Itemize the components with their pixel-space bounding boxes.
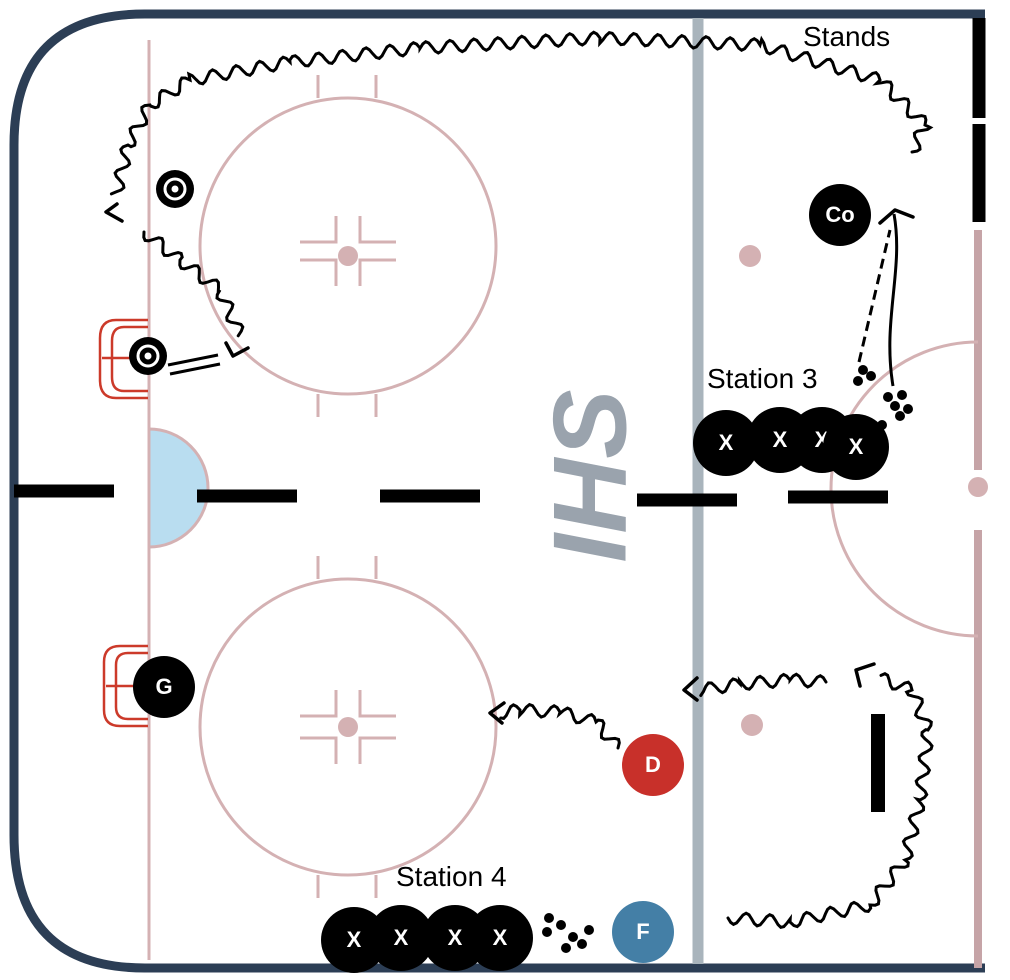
skater-token: X	[823, 414, 889, 480]
svg-text:X: X	[347, 927, 362, 952]
arrowheads	[104, 202, 915, 725]
svg-text:F: F	[636, 919, 649, 944]
skater-token: X	[321, 907, 387, 973]
wavy-skate-path-neutral	[699, 672, 828, 697]
faceoff-dot-top	[338, 246, 358, 266]
station-3-label: Station 3	[707, 363, 818, 394]
center-faceoff-dot	[968, 477, 988, 497]
skater-token: X	[467, 905, 533, 971]
skating-paths	[109, 30, 934, 929]
wavy-skate-path-top	[109, 30, 934, 196]
skate-path-coach	[888, 213, 899, 387]
forward-token: F	[612, 901, 674, 963]
skater-token: X	[693, 410, 759, 476]
svg-text:G: G	[155, 674, 172, 699]
puck-pile-station-4	[542, 913, 594, 953]
pass-line-dashed	[857, 229, 892, 363]
drill-divider-line	[14, 484, 888, 507]
svg-text:X: X	[448, 925, 463, 950]
svg-text:X: X	[493, 925, 508, 950]
arrowhead-icon	[682, 676, 699, 702]
svg-text:X: X	[719, 430, 734, 455]
svg-text:D: D	[645, 752, 661, 777]
cone-icon	[129, 337, 167, 375]
svg-text:Co: Co	[825, 202, 854, 227]
svg-text:X: X	[773, 427, 788, 452]
arrowhead-icon	[854, 662, 876, 688]
wavy-skate-path-right	[726, 672, 934, 929]
cone-icon	[156, 170, 194, 208]
ihs-logo: IHS	[532, 389, 648, 562]
faceoff-circle-bottom	[198, 556, 498, 898]
defense-token: D	[622, 734, 684, 796]
station-4-label: Station 4	[396, 861, 507, 892]
skater-token: X	[368, 905, 434, 971]
svg-text:X: X	[394, 925, 409, 950]
svg-text:X: X	[849, 434, 864, 459]
puck-pile-station-3-left	[853, 365, 876, 386]
faceoff-circle-top	[198, 75, 498, 417]
pass-line-double-2	[169, 362, 221, 376]
neutral-zone-dot-bottom	[741, 714, 763, 736]
neutral-zone-dot-top	[739, 245, 761, 267]
goalie-token: G	[133, 656, 195, 718]
arrowhead-icon	[224, 341, 250, 358]
wavy-skate-path-left	[142, 230, 245, 338]
stands-label: Stands	[803, 21, 890, 52]
station-3-skaters: X X X X	[693, 407, 889, 480]
arrowhead-icon	[488, 701, 506, 725]
faceoff-dot-bottom	[338, 717, 358, 737]
arrowhead-icon	[878, 208, 915, 225]
wavy-skate-path-defense	[499, 702, 621, 750]
pass-line-double-1	[167, 353, 219, 367]
center-circle	[829, 340, 979, 638]
station-4-skaters: X X X X	[321, 905, 533, 973]
coach-token: Co	[809, 184, 871, 246]
arrowhead-icon	[104, 202, 124, 223]
